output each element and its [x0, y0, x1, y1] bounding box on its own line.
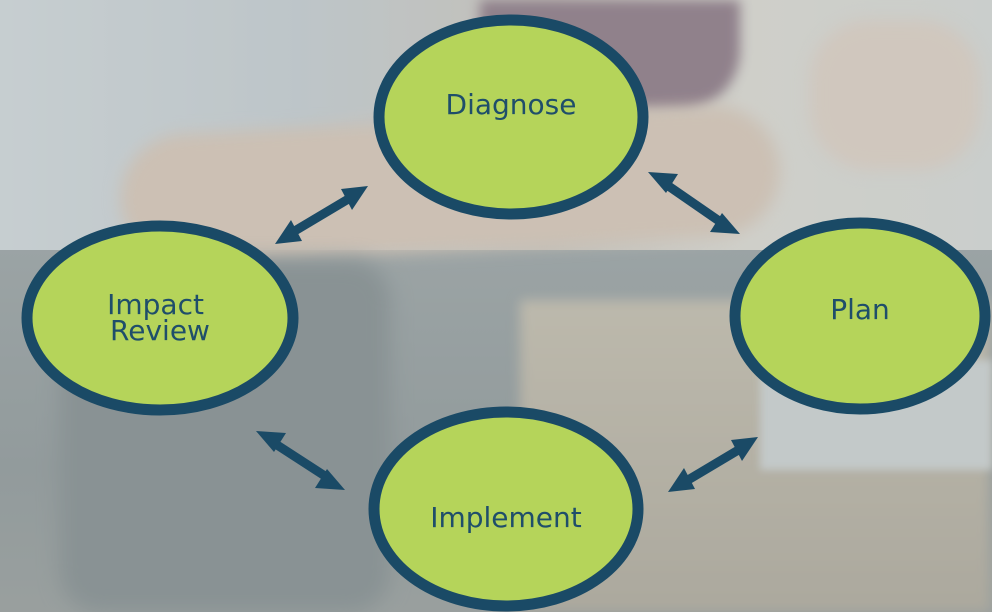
node-label-line: Review: [110, 314, 210, 347]
node-label-diagnose: Diagnose: [446, 88, 577, 121]
node-label-implement: Implement: [430, 501, 582, 534]
node-label-line: Plan: [830, 293, 890, 326]
node-label-plan: Plan: [830, 293, 890, 326]
node-implement: Implement: [368, 406, 644, 612]
node-label-line: Implement: [430, 501, 582, 534]
arrow-diagnose-plan: [648, 172, 740, 234]
node-label-impact-review: Impact Review: [107, 288, 213, 347]
arrow-impact-review-diagnose: [275, 186, 368, 244]
node-label-line: Impact: [107, 288, 204, 321]
arrow-plan-implement: [668, 437, 758, 492]
node-impact-review: Impact Review: [21, 220, 299, 416]
node-diagnose: Diagnose: [373, 14, 649, 220]
arrow-implement-impact-review: [256, 431, 345, 490]
photo-hand: [810, 20, 980, 170]
node-label-line: Diagnose: [446, 88, 577, 121]
node-plan: Plan: [729, 217, 991, 415]
